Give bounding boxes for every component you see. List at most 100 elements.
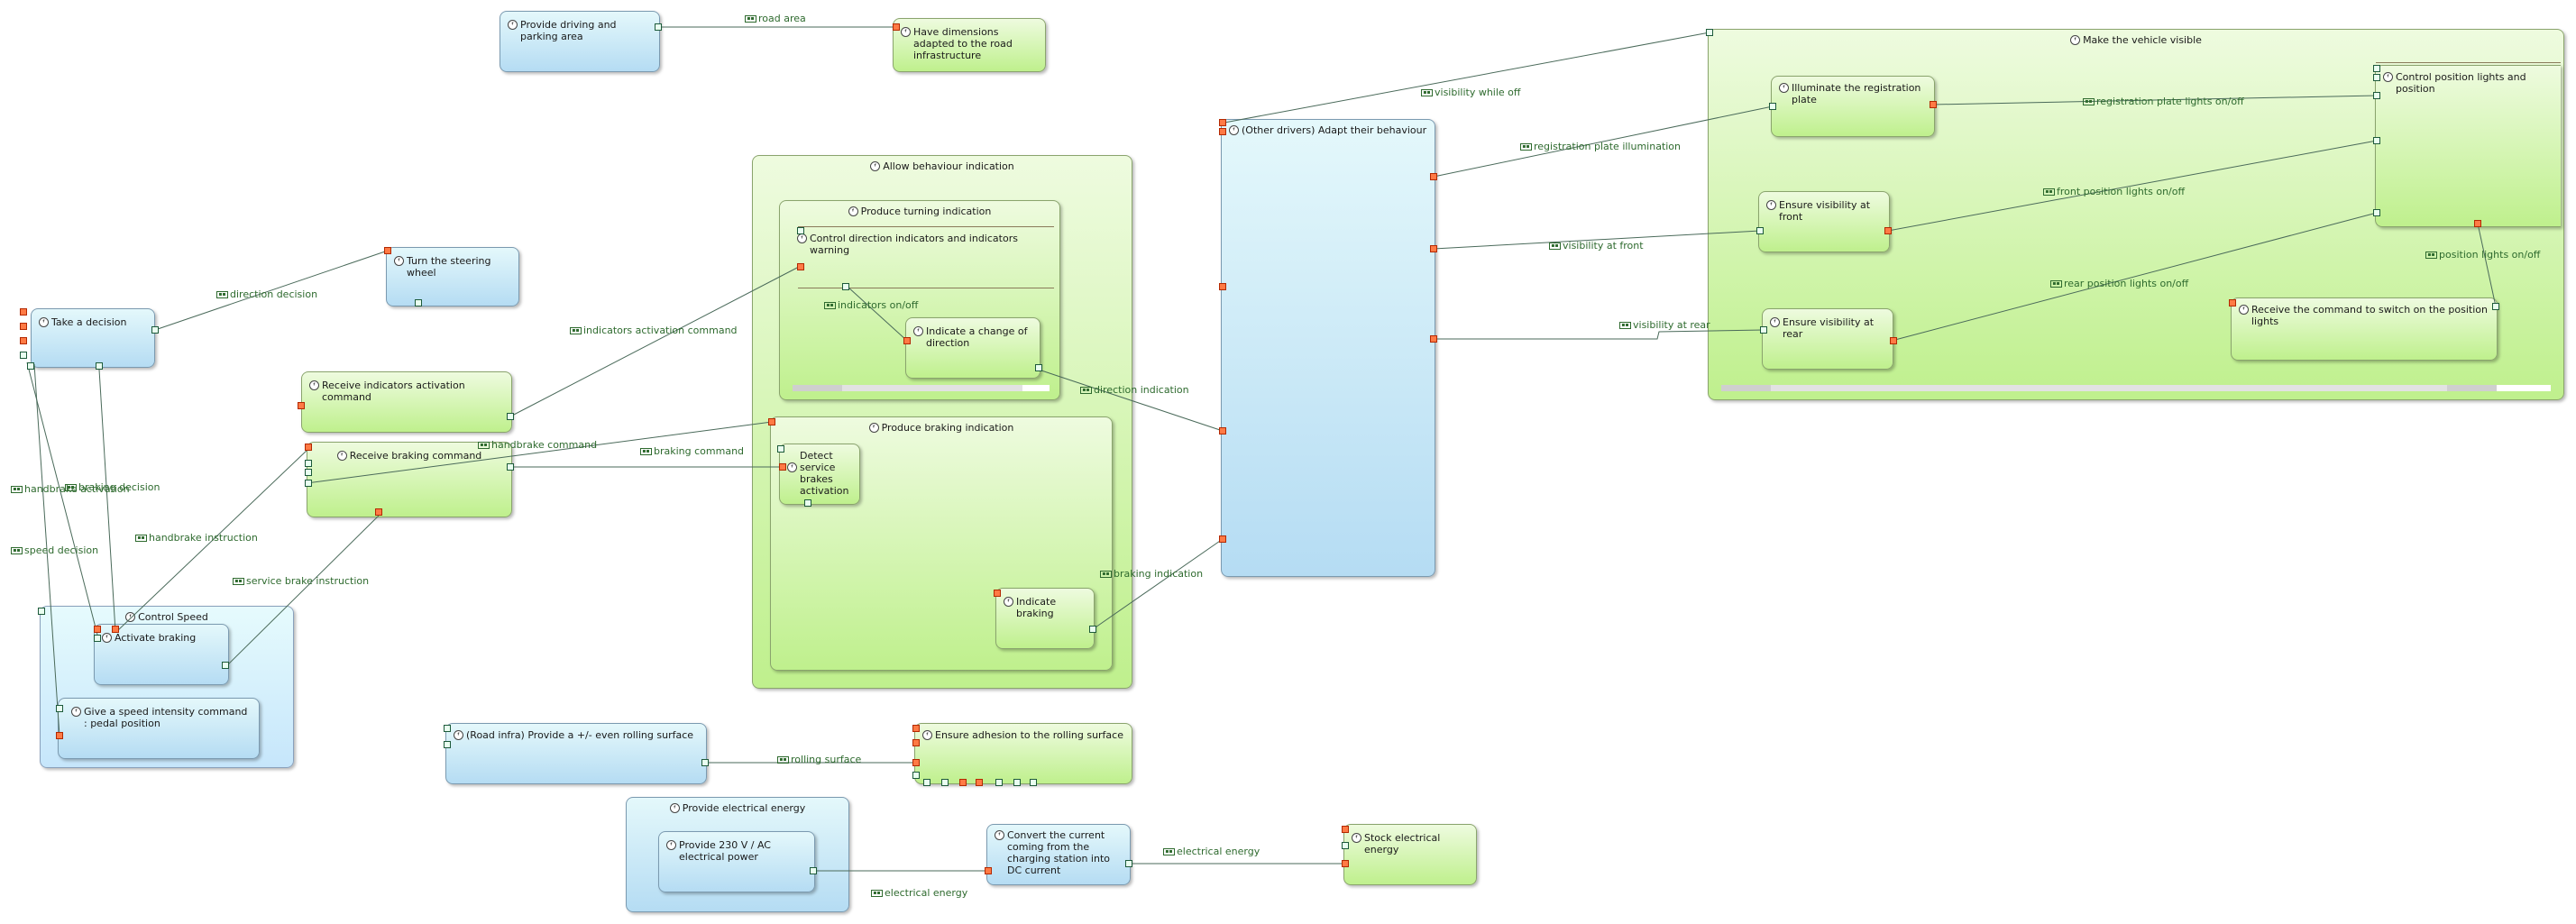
port-out[interactable] (923, 779, 930, 786)
exchange-label-visibility-rear[interactable]: ▪▪visibility at rear (1619, 319, 1710, 331)
port-in[interactable] (912, 759, 920, 766)
port-out[interactable] (20, 352, 27, 359)
port-in[interactable] (994, 590, 1001, 597)
exchange-label-indicators-onoff[interactable]: ▪▪indicators on/off (824, 299, 918, 311)
function-road-infra-rolling-surface[interactable]: ᶠ(Road infra) Provide a +/- even rolling… (445, 723, 707, 784)
port-out[interactable] (151, 326, 159, 334)
port-in[interactable] (1430, 245, 1437, 252)
port-out[interactable] (1769, 103, 1776, 110)
port-in[interactable] (384, 247, 391, 254)
port-in[interactable] (1342, 826, 1349, 833)
exchange-label-indicators-activation[interactable]: ▪▪indicators activation command (570, 325, 738, 336)
port-in[interactable] (1342, 860, 1349, 867)
port-in[interactable] (375, 508, 382, 516)
port-out[interactable] (1125, 860, 1132, 867)
port-in[interactable] (20, 308, 27, 316)
exchange-label-service-brake-instruction[interactable]: ▪▪service brake instruction (233, 575, 369, 587)
port-out[interactable] (2373, 92, 2380, 99)
exchange-edge-handbrake-activation[interactable] (26, 361, 98, 636)
exchange-label-handbrake-instruction[interactable]: ▪▪handbrake instruction (135, 532, 258, 544)
exchange-label-electrical-energy-1[interactable]: ▪▪electrical energy (871, 887, 967, 899)
port-out[interactable] (912, 772, 920, 779)
port-in[interactable] (1890, 337, 1897, 344)
exchange-label-visibility-front[interactable]: ▪▪visibility at front (1549, 240, 1644, 252)
port-out[interactable] (222, 662, 229, 669)
port-out[interactable] (810, 867, 817, 874)
exchange-edge-visibility-while-off[interactable] (1224, 32, 1710, 124)
port-out[interactable] (1342, 842, 1349, 849)
port-out[interactable] (507, 413, 514, 420)
exchange-label-speed-decision[interactable]: ▪▪speed decision (11, 544, 98, 556)
port-in[interactable] (112, 626, 119, 633)
port-out[interactable] (2373, 65, 2380, 72)
exchange-label-rear-lights[interactable]: ▪▪rear position lights on/off (2050, 278, 2188, 289)
port-out[interactable] (96, 362, 103, 370)
port-out[interactable] (507, 463, 514, 471)
exchange-label-position-lights[interactable]: ▪▪position lights on/off (2425, 249, 2540, 261)
port-out[interactable] (995, 779, 1003, 786)
port-out[interactable] (842, 283, 849, 290)
port-out[interactable] (1089, 626, 1096, 633)
exchange-label-electrical-energy-2[interactable]: ▪▪electrical energy (1163, 846, 1260, 857)
port-in[interactable] (1219, 427, 1226, 435)
port-in[interactable] (1219, 535, 1226, 543)
port-in[interactable] (976, 779, 983, 786)
port-in[interactable] (1430, 173, 1437, 180)
port-out[interactable] (777, 445, 784, 453)
port-in[interactable] (797, 263, 804, 270)
exchange-label-visibility-while-off[interactable]: ▪▪visibility while off (1421, 87, 1520, 98)
port-out[interactable] (2373, 137, 2380, 144)
port-in[interactable] (1430, 335, 1437, 343)
exchange-label-registration-lights[interactable]: ▪▪registration plate lights on/off (2083, 96, 2244, 107)
port-in[interactable] (56, 732, 63, 739)
port-in[interactable] (1219, 128, 1226, 135)
exchange-label-braking-decision[interactable]: ▪▪braking decision (65, 481, 160, 493)
port-in[interactable] (1884, 227, 1892, 234)
exchange-label-road-area[interactable]: ▪▪road area (745, 13, 806, 24)
port-out[interactable] (1706, 29, 1713, 36)
port-out[interactable] (27, 362, 34, 370)
port-out[interactable] (804, 499, 811, 507)
port-out[interactable] (701, 759, 709, 766)
port-in[interactable] (985, 867, 992, 874)
exchange-label-registration-illumination[interactable]: ▪▪registration plate illumination (1520, 141, 1681, 152)
port-out[interactable] (1013, 779, 1021, 786)
port-out[interactable] (305, 460, 312, 467)
exchange-label-rolling-surface[interactable]: ▪▪rolling surface (777, 754, 861, 765)
port-in[interactable] (959, 779, 967, 786)
port-out[interactable] (797, 227, 804, 234)
exchange-label-handbrake-command[interactable]: ▪▪handbrake command (478, 439, 597, 451)
port-out[interactable] (305, 480, 312, 487)
port-in[interactable] (893, 23, 900, 31)
exchange-label-front-lights[interactable]: ▪▪front position lights on/off (2043, 186, 2185, 197)
exchange-label-direction-decision[interactable]: ▪▪direction decision (216, 288, 317, 300)
port-in[interactable] (2229, 299, 2236, 306)
port-in[interactable] (912, 725, 920, 732)
port-in[interactable] (1219, 283, 1226, 290)
port-out[interactable] (1030, 779, 1037, 786)
port-out[interactable] (38, 608, 45, 615)
port-in[interactable] (912, 739, 920, 746)
port-in[interactable] (94, 626, 101, 633)
port-out[interactable] (444, 741, 451, 748)
port-out[interactable] (56, 705, 63, 712)
